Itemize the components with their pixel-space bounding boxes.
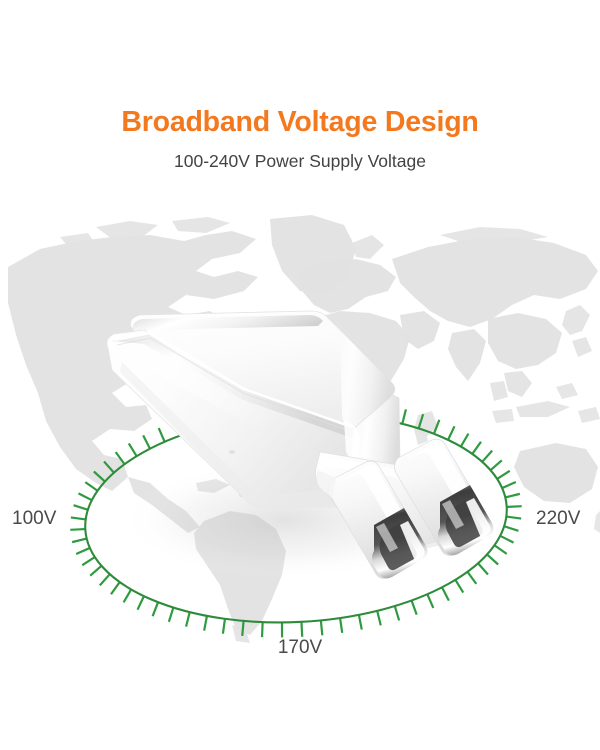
dial-tick <box>75 546 91 555</box>
dial-tick <box>417 413 425 429</box>
dial-tick <box>441 586 450 602</box>
dial-tick <box>84 481 99 492</box>
dial-tick <box>167 607 175 623</box>
dial-tick <box>506 505 522 509</box>
dial-tick <box>489 459 503 472</box>
dial-tick <box>393 605 401 621</box>
dial-tick <box>499 534 515 544</box>
dial-tick <box>136 595 145 611</box>
dial-tick <box>447 425 456 441</box>
dial-tick <box>471 441 482 455</box>
dial-tick <box>432 419 441 435</box>
dial-tick <box>203 615 209 631</box>
voltage-label-mid: 170V <box>277 637 323 658</box>
dial-tick <box>493 544 508 555</box>
page-title: Broadband Voltage Design <box>121 106 479 138</box>
dial-tick <box>319 620 324 636</box>
page-subtitle: 100-240V Power Supply Voltage <box>174 151 426 171</box>
header-block: Broadband Voltage Design 100-240V Power … <box>0 105 600 173</box>
dial-tick <box>185 611 191 627</box>
voltage-label-max: 220V <box>536 508 581 529</box>
dial-tick <box>260 622 264 638</box>
dial-tick <box>466 571 478 585</box>
dial-tick <box>481 449 493 463</box>
charger-prong-right <box>394 438 494 556</box>
dial-tick <box>503 525 519 532</box>
dial-tick <box>300 621 304 637</box>
dial-tick <box>99 573 111 587</box>
voltage-label-min: 100V <box>12 508 57 529</box>
dial-tick <box>81 556 96 567</box>
dial-tick <box>73 504 89 511</box>
dial-tick <box>338 617 344 634</box>
dial-tick <box>89 564 103 577</box>
dial-tick <box>496 469 511 480</box>
dial-tick <box>477 562 489 576</box>
dial-tick <box>157 427 166 443</box>
dial-tick <box>142 434 151 450</box>
dial-tick <box>506 515 522 520</box>
dial-tick <box>454 579 465 594</box>
dial-tick <box>401 409 407 425</box>
dial-tick <box>410 600 418 615</box>
dial-tick <box>426 593 435 609</box>
dial-tick <box>459 433 470 448</box>
dial-tick <box>127 442 138 457</box>
dial-tick <box>93 470 106 483</box>
dial-tick <box>70 516 86 521</box>
dial-tick <box>241 620 245 636</box>
dial-tick <box>151 601 160 617</box>
dial-tick <box>376 610 382 626</box>
dial-tick <box>501 481 517 490</box>
dial-tick <box>110 581 121 595</box>
dial-tick <box>103 460 115 474</box>
dial-tick <box>505 492 521 499</box>
dial-tick <box>77 492 93 502</box>
dial-tick <box>486 553 499 566</box>
dial-tick <box>114 451 126 465</box>
dial-tick <box>122 588 133 603</box>
dial-tick <box>71 537 87 544</box>
dial-tick <box>357 614 363 630</box>
charger-prong-left <box>327 460 428 579</box>
dial-tick <box>221 618 227 634</box>
dial-tick <box>70 527 86 531</box>
